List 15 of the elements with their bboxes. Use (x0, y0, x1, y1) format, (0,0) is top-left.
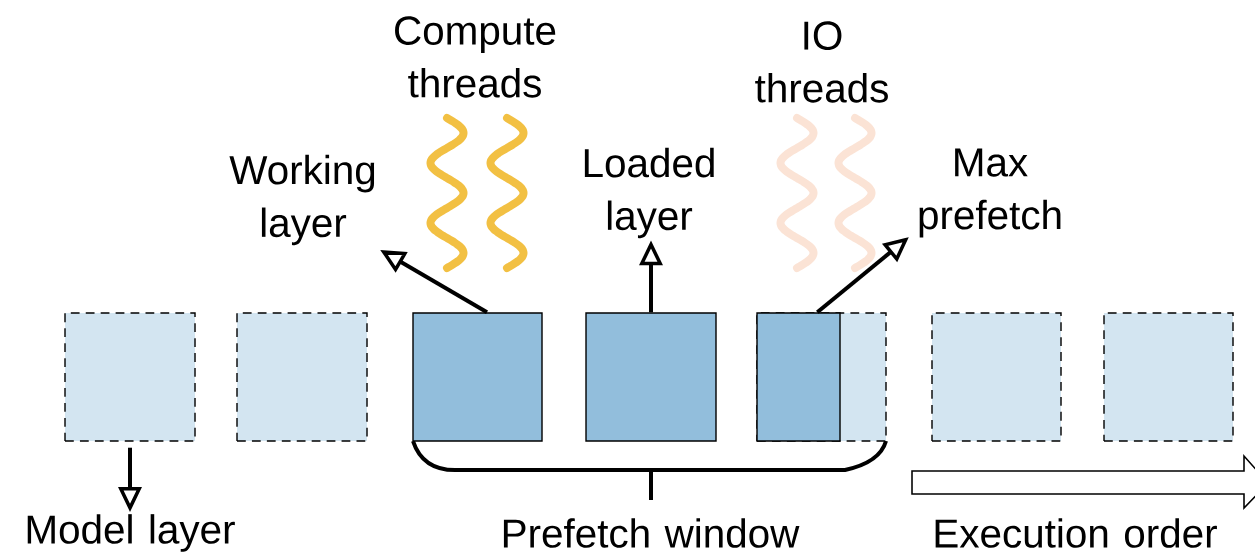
layer-box (1103, 312, 1234, 442)
layer-box (756, 312, 887, 442)
layer-label: Working layer (229, 154, 375, 246)
layer-label: Max prefetch (919, 148, 1061, 238)
thread-label: IO threads (755, 21, 888, 103)
window-label: Prefetch window (503, 518, 800, 548)
thread-label: Compute threads (395, 16, 556, 98)
direction-label: Execution order (935, 518, 1217, 548)
layer-box (412, 312, 543, 442)
layer-box (585, 312, 717, 442)
layer-box (64, 312, 196, 442)
layer-box (236, 312, 368, 442)
layer-box (931, 312, 1062, 442)
layer-label: Model layer (27, 514, 235, 552)
layer-label: Loaded layer (584, 147, 714, 239)
